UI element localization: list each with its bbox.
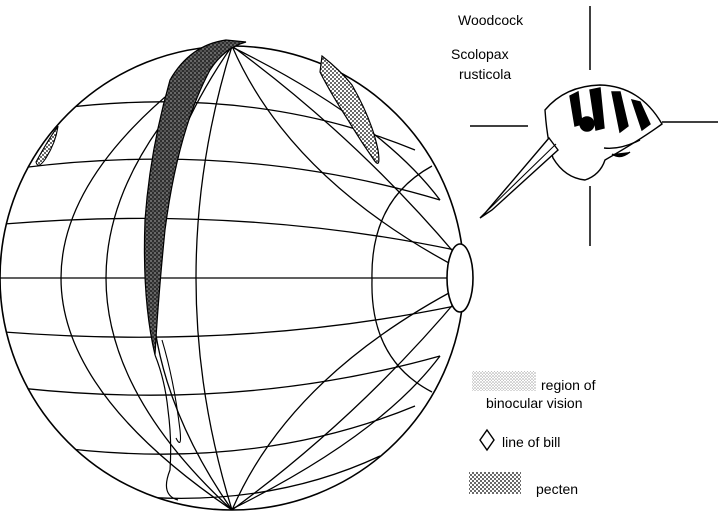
meridian-line [231, 46, 463, 271]
polar-circle [371, 165, 433, 393]
polar-arc [229, 355, 441, 510]
meridian-line [231, 293, 463, 510]
latitude-line [3, 305, 456, 338]
bill-pole-ellipse [446, 243, 474, 313]
latitude-line [109, 455, 381, 500]
binocular-tail-edge [161, 339, 182, 444]
meridian-line [195, 46, 233, 510]
meridian-line [231, 46, 463, 263]
pecten-region-left [35, 125, 59, 166]
legend-pecten-label: pecten [536, 481, 579, 497]
latitude-line [3, 217, 456, 251]
latitude-line [45, 405, 416, 455]
species-common-name: Woodcock [458, 12, 524, 28]
binocular-swatch-icon [472, 371, 536, 391]
latitude-line [19, 355, 441, 396]
bill-diamond-icon [479, 428, 495, 452]
legend-binocular-label: region of [541, 377, 596, 393]
legend-binocular-label-cont: binocular vision [486, 395, 583, 411]
species-genus: Scolopax [451, 46, 509, 62]
woodcock-head-icon [479, 84, 663, 219]
species-epithet: rusticola [459, 66, 512, 82]
globe [0, 45, 474, 511]
meridian-line [60, 46, 233, 510]
legend-bill-label: line of bill [502, 434, 561, 450]
latitude-line [19, 158, 441, 201]
pecten-region [319, 54, 380, 164]
pecten-swatch-icon [469, 472, 521, 494]
head-axes [470, 6, 718, 246]
meridian-line [231, 285, 463, 510]
binocular-tail [154, 354, 179, 501]
binocular-region [143, 39, 247, 356]
